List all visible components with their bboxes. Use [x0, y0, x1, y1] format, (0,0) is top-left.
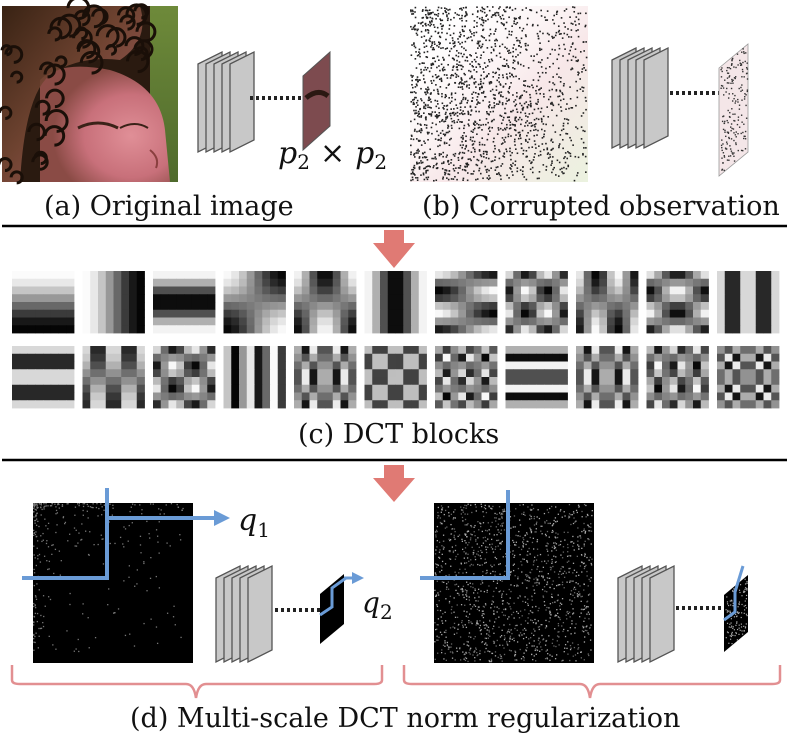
- dct-block: [82, 346, 145, 409]
- coef-patch-d1: [320, 574, 344, 644]
- caption-c: (c) DCT blocks: [298, 419, 499, 450]
- panel-c: (c) DCT blocks: [12, 271, 780, 450]
- dct-block: [576, 346, 639, 409]
- scale-outline-q1: [22, 516, 195, 580]
- corrupted-patch-b: [718, 43, 749, 177]
- dct-block: [223, 346, 286, 409]
- stack-b-layer: [643, 46, 669, 150]
- scale-outline-right: [420, 490, 510, 580]
- dct-block: [153, 271, 216, 334]
- label-q2: q2: [362, 586, 393, 624]
- dct-block: [153, 346, 216, 409]
- panel-d: q1 q2 (d) Multi-scale DCT norm regulariz…: [10, 488, 782, 734]
- stack-d2-layer: [649, 564, 675, 664]
- caption-b: (b) Corrupted observation: [422, 191, 780, 222]
- dct-block: [12, 346, 75, 409]
- dct-block: [435, 271, 498, 334]
- panel-b: (b) Corrupted observation: [410, 6, 780, 222]
- dct-block: [717, 271, 780, 334]
- dct-block: [576, 271, 639, 334]
- corrupted-image: [410, 6, 588, 182]
- dct-block: [223, 271, 286, 334]
- patch-stack-b: [611, 46, 669, 150]
- dct-block: [82, 271, 145, 334]
- coefficient-matrix-corrupted: [434, 503, 594, 663]
- coefficient-matrix-clean: [33, 503, 193, 663]
- image-patch-a: [302, 50, 331, 152]
- dct-block: [12, 271, 75, 334]
- patch-stack-d1: [215, 564, 273, 664]
- dct-block: [646, 346, 709, 409]
- dct-block: [294, 346, 357, 409]
- caption-a: (a) Original image: [44, 191, 294, 222]
- down-arrow-1: [373, 230, 415, 268]
- dct-block: [717, 346, 780, 409]
- down-arrow-2: [373, 465, 415, 502]
- dct-block: [505, 346, 568, 409]
- dct-block: [435, 346, 498, 409]
- hair-curls: [0, 0, 157, 185]
- dct-block: [505, 271, 568, 334]
- caption-d: (d) Multi-scale DCT norm regularization: [130, 703, 680, 734]
- brace-right: [402, 665, 782, 699]
- panel-a: p2×p2 (a) Original image: [0, 0, 387, 222]
- dct-blocks: [12, 271, 780, 409]
- stack-a-layer: [229, 50, 255, 154]
- brace-left: [10, 665, 384, 699]
- dct-block: [364, 346, 427, 409]
- patch-stack-d2: [617, 564, 675, 664]
- stack-d1-layer: [247, 564, 273, 664]
- dct-block: [646, 271, 709, 334]
- coef-patch-d2: [724, 575, 748, 652]
- dct-block: [364, 271, 427, 334]
- patch-stack-a: [197, 50, 255, 154]
- patch-size-label: p2×p2: [278, 136, 387, 174]
- original-image: [0, 0, 178, 185]
- label-q1: q1: [238, 503, 270, 542]
- dct-block: [294, 271, 357, 334]
